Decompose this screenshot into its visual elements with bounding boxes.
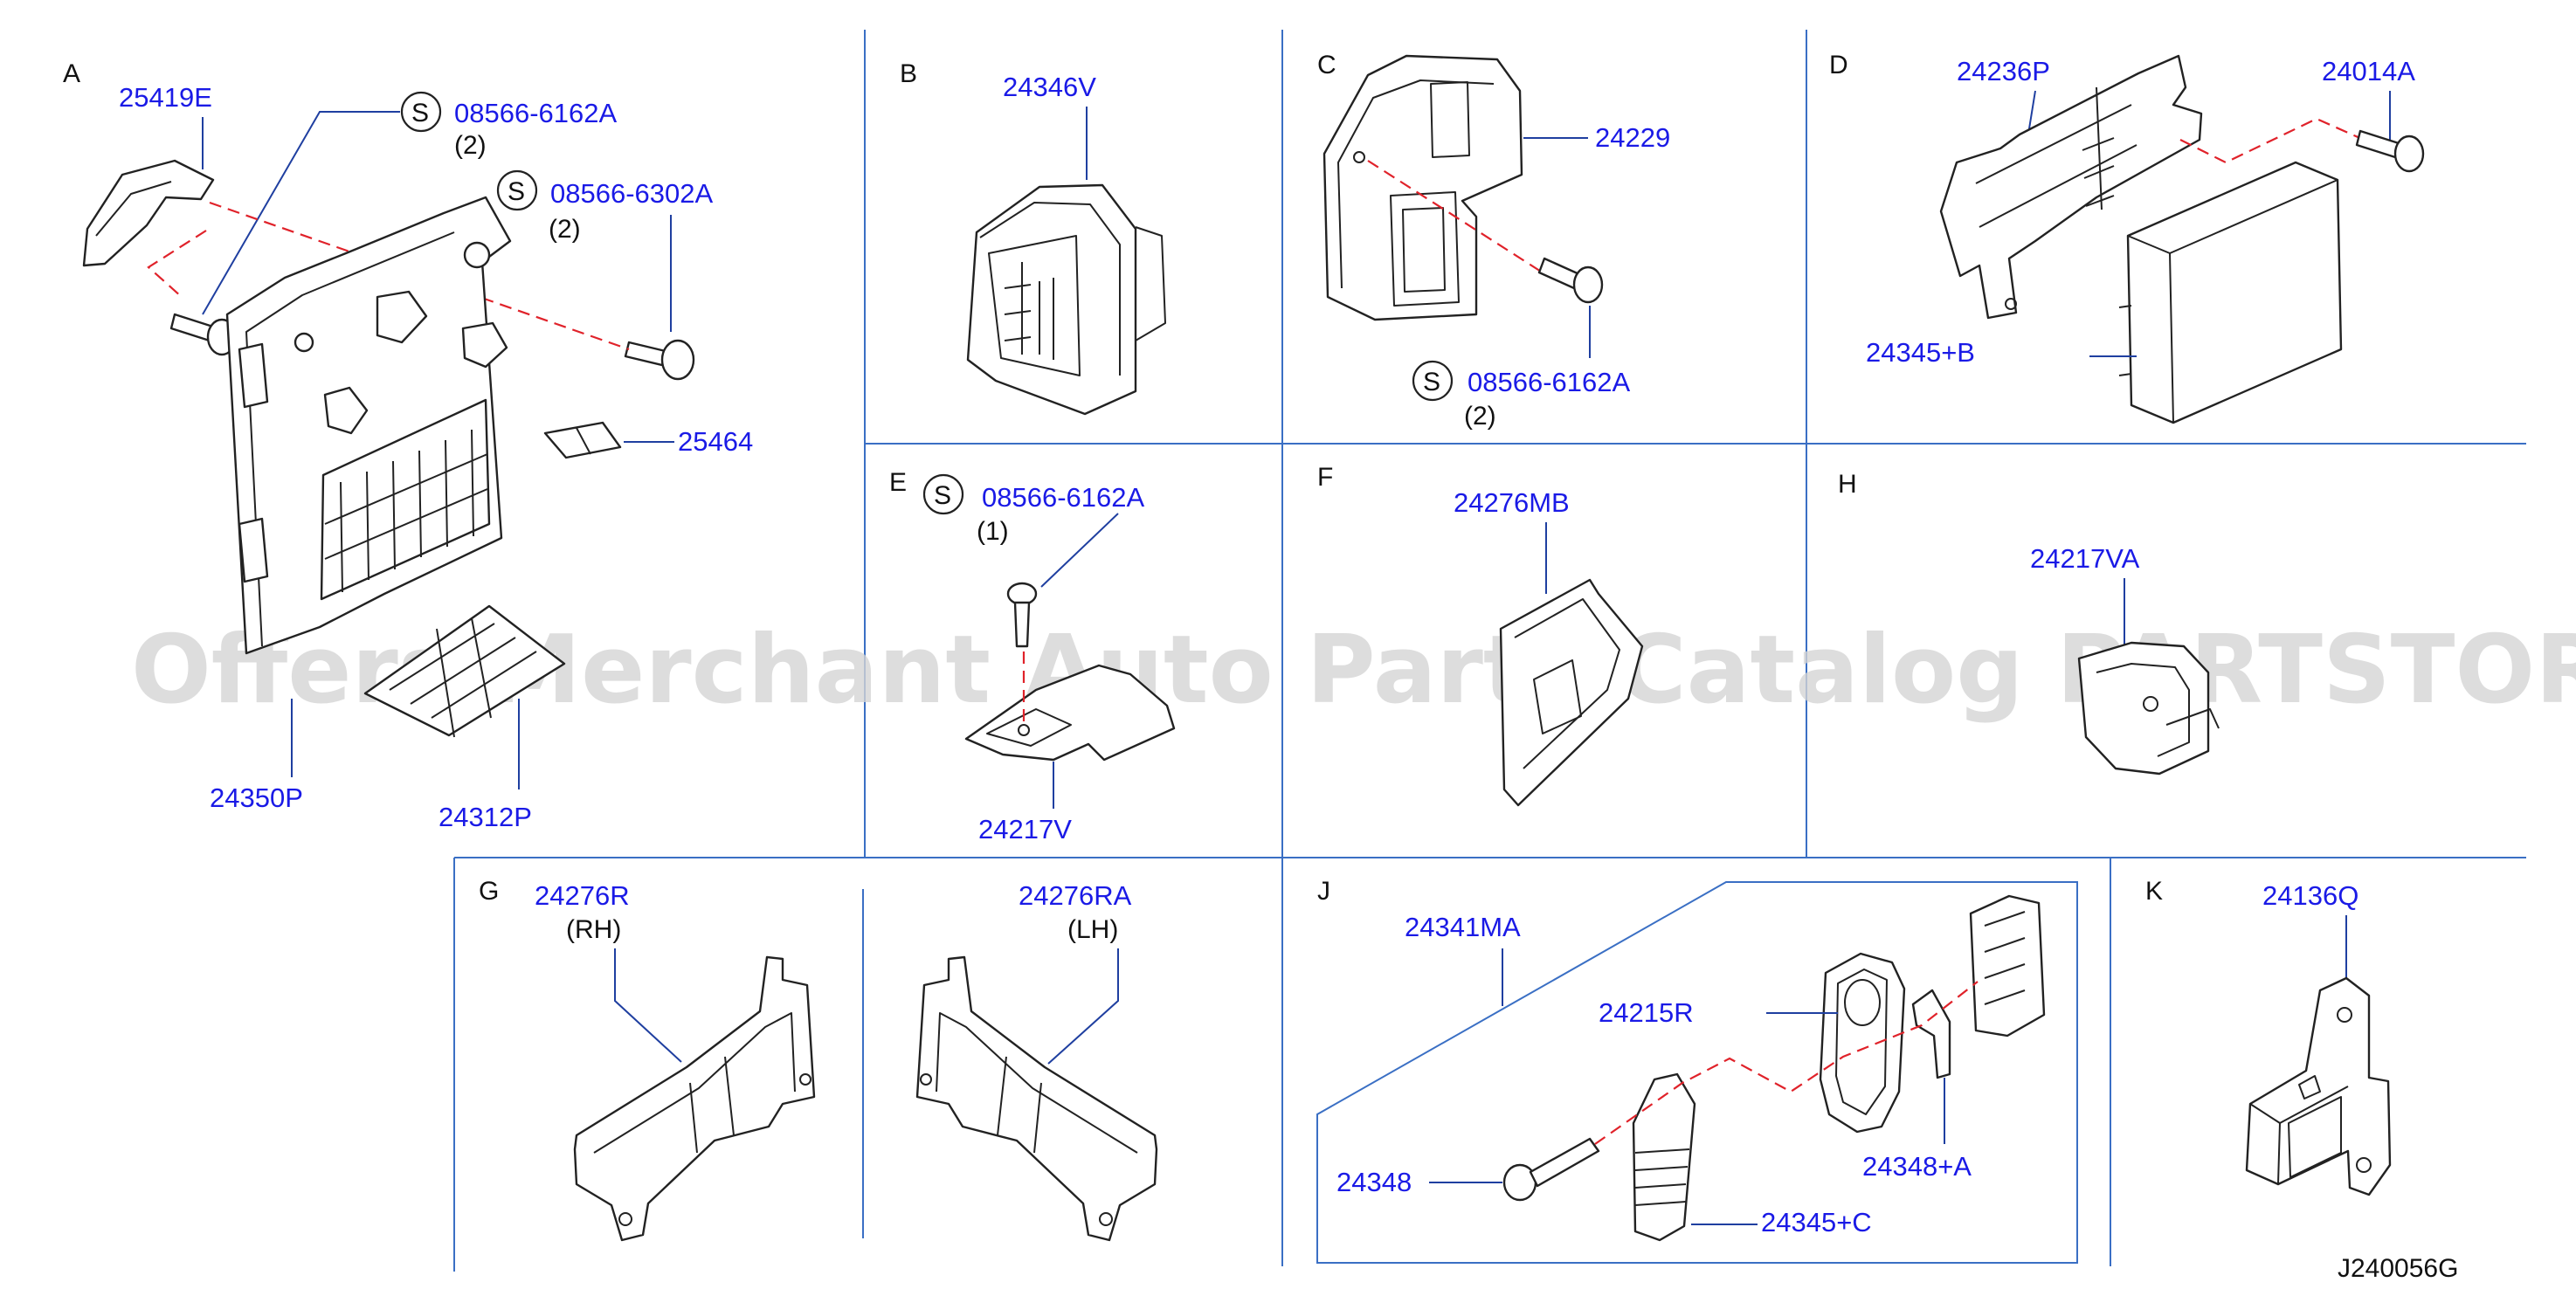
group-outline-24341ma — [1316, 881, 2078, 1264]
section-letter-h: H — [1838, 470, 1857, 499]
relay-upper-right[interactable] — [1969, 894, 2046, 1037]
part-number-24345-b[interactable]: 24345+B — [1866, 337, 1975, 368]
bracket-24217v[interactable] — [964, 664, 1176, 762]
part-number-24136q[interactable]: 24136Q — [2262, 880, 2358, 911]
section-letter-b: B — [900, 59, 917, 88]
section-letter-j: J — [1317, 877, 1330, 906]
s-mark: S — [1423, 368, 1440, 396]
section-letter-g: G — [479, 877, 499, 906]
s-mark: S — [934, 481, 951, 510]
part-number-24276r[interactable]: 24276R — [535, 880, 630, 911]
part-number-24341ma[interactable]: 24341MA — [1405, 912, 1521, 942]
section-b: B 24346V — [900, 59, 1166, 416]
bracket-24236p[interactable] — [1939, 54, 2203, 320]
section-letter-a: A — [63, 59, 80, 88]
bracket-24276r[interactable] — [573, 955, 816, 1242]
standard-part-s-icon — [922, 473, 964, 515]
standard-part-s-icon — [400, 91, 442, 133]
part-number-24217v[interactable]: 24217V — [978, 814, 1072, 844]
bracket-24229[interactable] — [1323, 54, 1523, 321]
screw-icon[interactable] — [169, 313, 238, 356]
part-number-24312p[interactable]: 24312P — [439, 802, 532, 832]
section-letter-f: F — [1317, 463, 1333, 492]
section-g: G 24276R (RH) 24276RA (LH) — [479, 877, 1158, 1242]
part-number-24348[interactable]: 24348 — [1336, 1167, 1412, 1197]
part-number-24217va[interactable]: 24217VA — [2030, 543, 2140, 574]
part-number-08566-6162a[interactable]: 08566-6162A — [982, 482, 1144, 513]
part-number-24346v[interactable]: 24346V — [1003, 72, 1096, 102]
part-number-24229[interactable]: 24229 — [1595, 122, 1670, 153]
part-number-08566-6162a[interactable]: 08566-6162A — [454, 98, 617, 128]
fuse-25464[interactable] — [543, 421, 622, 459]
s-mark: S — [411, 99, 429, 128]
screw-icon[interactable] — [1502, 1137, 1600, 1202]
bracket-24276mb[interactable] — [1499, 578, 1644, 807]
part-number-24236p[interactable]: 24236P — [1957, 56, 2050, 86]
part-number-24014a[interactable]: 24014A — [2322, 56, 2415, 86]
standard-part-s-icon — [496, 169, 538, 211]
quantity-label: (1) — [977, 517, 1009, 546]
part-number-25464[interactable]: 25464 — [678, 426, 753, 457]
relay-holder-24215r[interactable] — [1819, 952, 1906, 1134]
part-number-24215r[interactable]: 24215R — [1599, 997, 1694, 1028]
section-j: J 24341MA 24215R 24348+A 24345+C — [1316, 877, 2078, 1264]
part-number-08566-6302a[interactable]: 08566-6302A — [550, 178, 713, 209]
standard-part-s-icon — [1412, 360, 1454, 402]
section-h: H 24217VA — [1838, 470, 2220, 776]
screw-icon[interactable] — [2355, 129, 2425, 173]
clip-25419e[interactable] — [82, 159, 215, 267]
section-letter-d: D — [1829, 51, 1848, 79]
section-letter-c: C — [1317, 51, 1336, 79]
quantity-label: (2) — [454, 131, 487, 160]
bolt-icon[interactable] — [624, 339, 695, 381]
connector-24346v[interactable] — [966, 183, 1166, 416]
part-number-24276ra[interactable]: 24276RA — [1019, 880, 1132, 911]
part-number-24348-a[interactable]: 24348+A — [1862, 1151, 1972, 1182]
diagram-code: J240056G — [2338, 1254, 2458, 1283]
quantity-label: (2) — [549, 215, 581, 244]
section-c: C 24229 S 08566-6162A (2) — [1317, 51, 1670, 431]
relay-24345-c[interactable] — [1632, 1072, 1696, 1242]
bracket-24136q[interactable] — [2245, 976, 2392, 1196]
fuse-block-24350p[interactable] — [225, 196, 512, 655]
section-a: A 25419E S 08566-6162A (2) S 08566-6302A… — [63, 59, 753, 832]
part-number-24276mb[interactable]: 24276MB — [1454, 487, 1570, 518]
bracket-24276ra[interactable] — [915, 955, 1158, 1242]
part-number-24345-c[interactable]: 24345+C — [1761, 1207, 1872, 1237]
fuse-cover-24312p[interactable] — [363, 604, 566, 738]
part-number-25419e[interactable]: 25419E — [119, 82, 212, 113]
section-dividers — [453, 30, 2526, 1272]
section-d: D 24236P 24014A 24345+B — [1829, 51, 2425, 424]
s-mark: S — [508, 177, 525, 206]
screw-icon[interactable] — [1006, 582, 1038, 648]
section-letter-k: K — [2145, 877, 2163, 906]
clip-24348-a[interactable] — [1911, 989, 1951, 1079]
side-label-lh: (LH) — [1067, 915, 1118, 944]
section-k: K 24136Q J240056G — [2145, 877, 2458, 1283]
screw-icon[interactable] — [1537, 257, 1604, 304]
section-e: E S 08566-6162A (1) 24217V — [889, 468, 1176, 844]
part-number-24350p[interactable]: 24350P — [210, 782, 303, 813]
quantity-label: (2) — [1464, 402, 1496, 431]
side-label-rh: (RH) — [566, 915, 621, 944]
module-24345-b[interactable] — [2118, 161, 2343, 424]
section-f: F 24276MB — [1317, 463, 1644, 807]
section-letter-e: E — [889, 468, 907, 497]
part-number-08566-6162a[interactable]: 08566-6162A — [1468, 367, 1630, 397]
bracket-24217va[interactable] — [2077, 641, 2220, 776]
